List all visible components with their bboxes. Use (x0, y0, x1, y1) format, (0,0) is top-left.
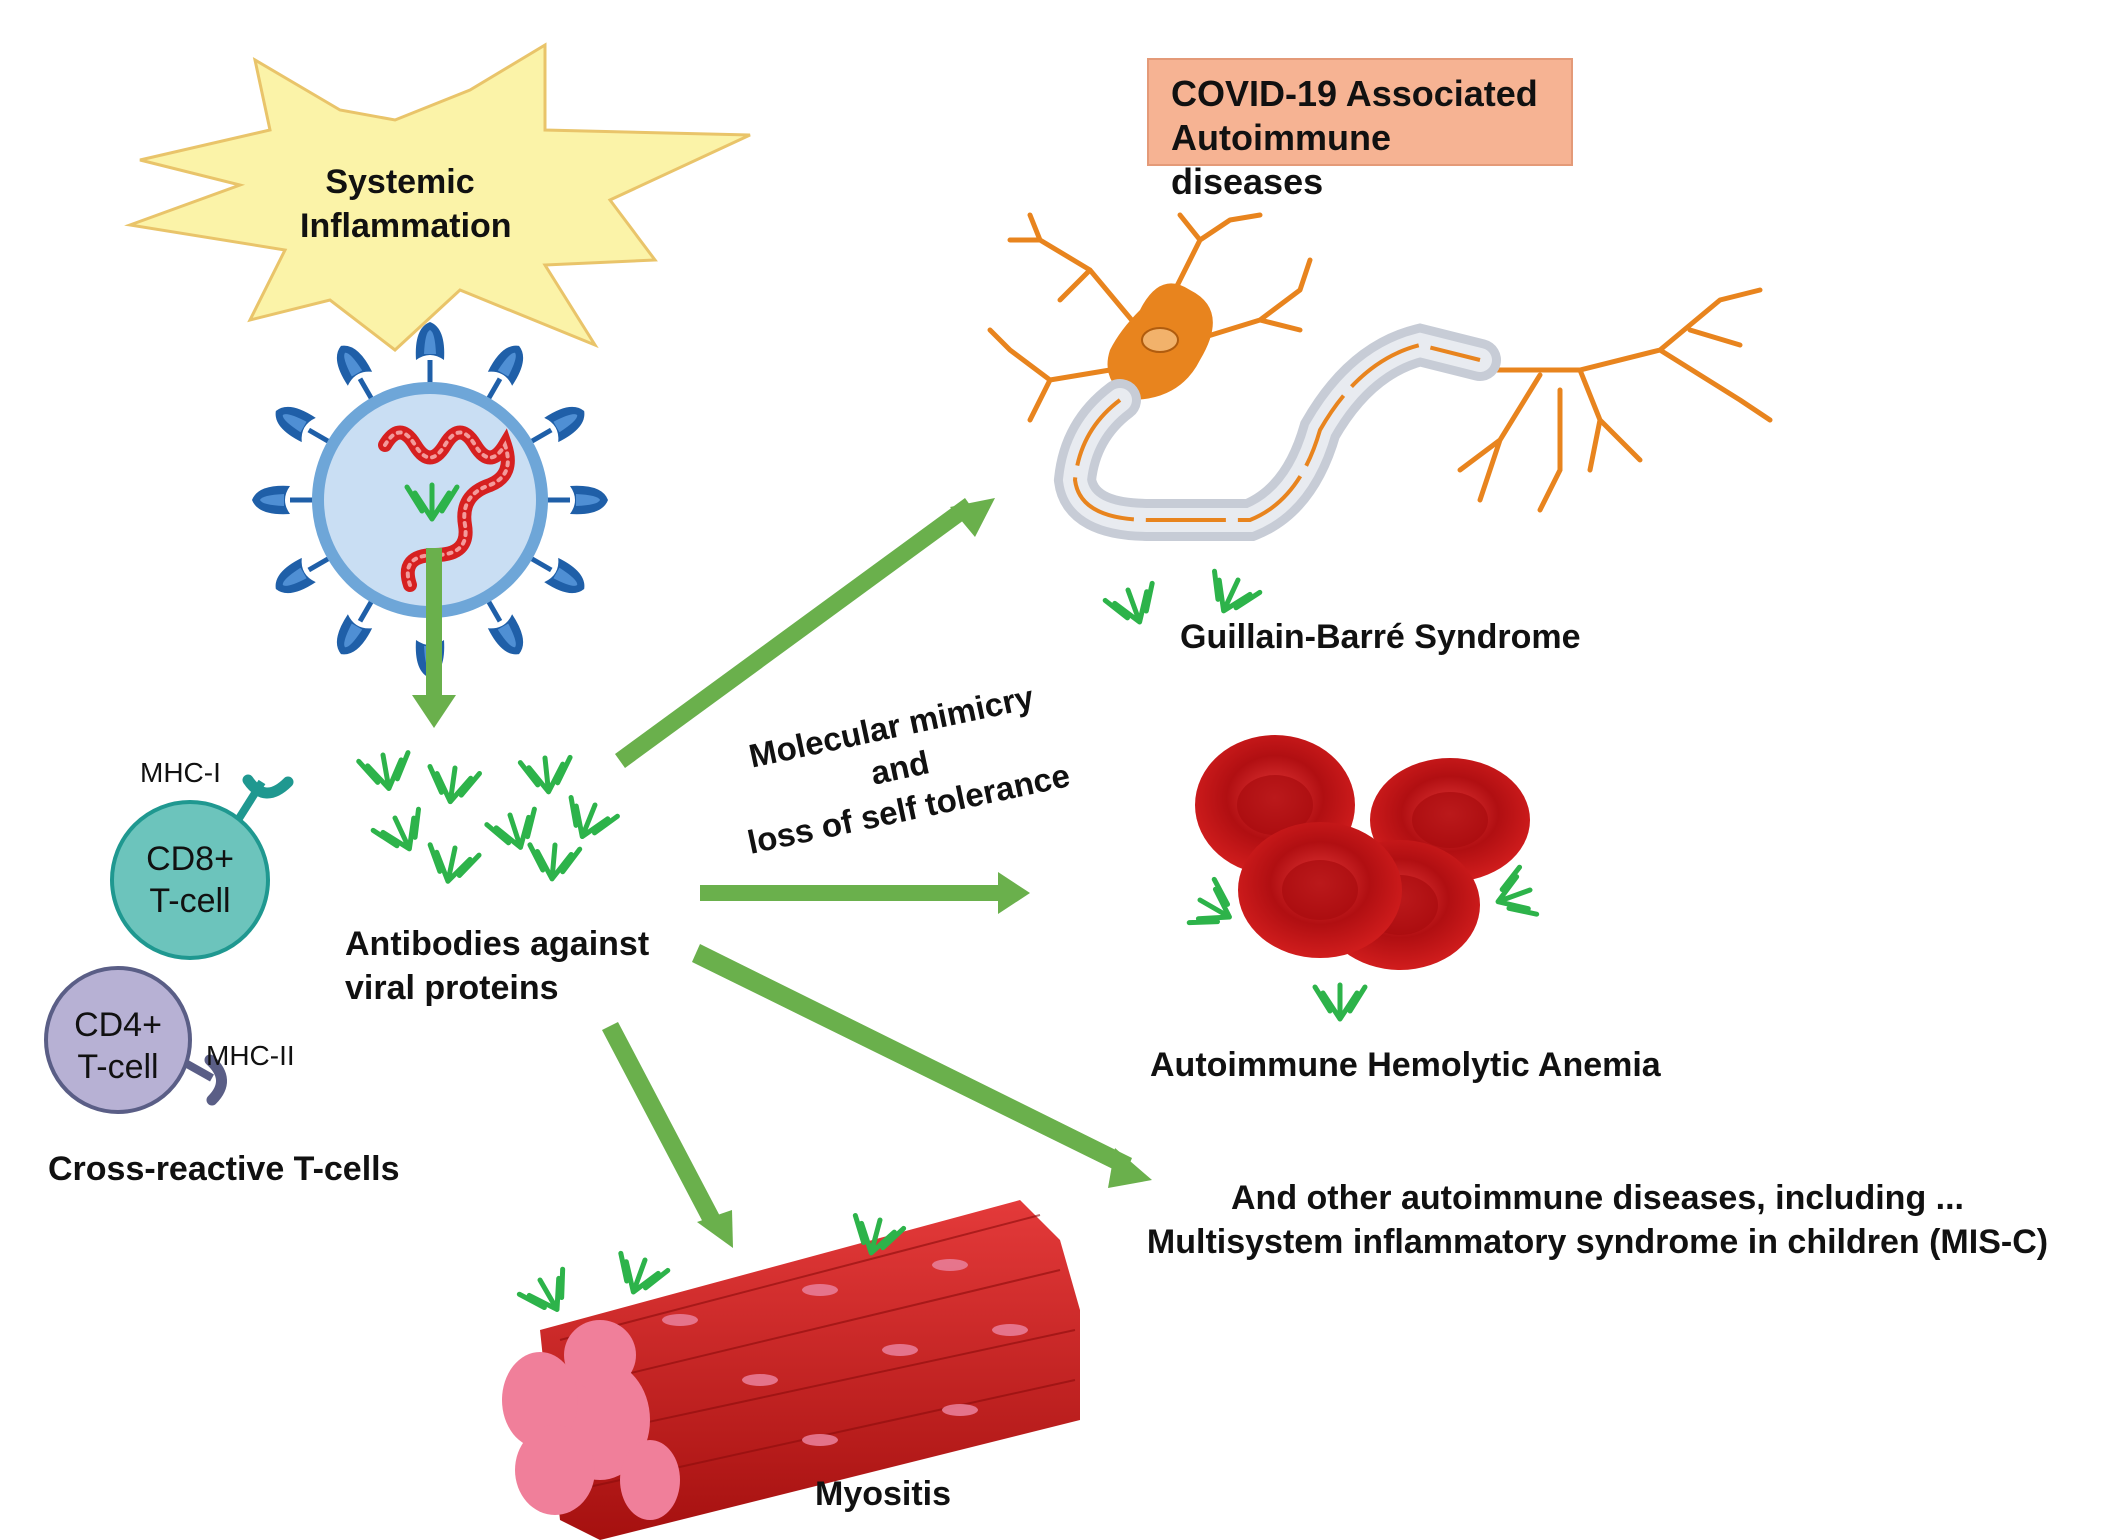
cross-reactive-t-cells-label: Cross-reactive T-cells (48, 1150, 400, 1188)
arrow-to-myositis (602, 1022, 733, 1248)
title-line-1: COVID-19 Associated (1171, 73, 1538, 114)
aiha-label: Autoimmune Hemolytic Anemia (1150, 1046, 1661, 1084)
mhc2-label: MHC-II (206, 1040, 295, 1071)
neuron-illustration (987, 212, 1773, 631)
antibody-icon (372, 807, 432, 859)
other-diseases-label: And other autoimmune diseases, including… (1095, 1176, 2100, 1264)
cd8-t-cell (110, 774, 294, 960)
antibodies-label: Antibodies against viral proteins (345, 922, 649, 1010)
antibody-icon (520, 755, 573, 794)
cd4-t-cell-label: CD4+ T-cell (58, 1004, 178, 1088)
arrow-to-other (692, 944, 1152, 1188)
arrow-virus-to-antibodies (412, 548, 456, 728)
cd8-line-2: T-cell (149, 882, 231, 920)
antibodies-line-1: Antibodies against (345, 925, 650, 963)
muscle-fibers-illustration (502, 1200, 1080, 1540)
mhc1-label: MHC-I (140, 757, 221, 788)
systemic-inflammation-label: Systemic Inflammation (300, 160, 512, 248)
cd4-line-2: T-cell (77, 1048, 159, 1086)
antibody-cluster (358, 751, 618, 887)
gbs-label: Guillain-Barré Syndrome (1180, 618, 1581, 656)
antibody-icon (486, 807, 544, 855)
antibody-icon (1201, 569, 1261, 621)
systemic-line-1: Systemic (325, 163, 475, 201)
antibody-icon (1188, 878, 1242, 938)
red-blood-cells-illustration (1188, 735, 1539, 1019)
cd4-t-cell (44, 966, 227, 1114)
myositis-label: Myositis (815, 1475, 952, 1513)
arrow-to-gbs (615, 498, 995, 768)
antibody-icon (559, 796, 618, 846)
cd8-line-1: CD8+ (146, 840, 234, 878)
antibodies-line-2: viral proteins (345, 969, 559, 1007)
antibody-icon (1105, 581, 1164, 630)
antibody-icon (610, 1251, 669, 1300)
antibody-icon (1315, 985, 1365, 1019)
antibody-icon (423, 843, 479, 887)
antibody-icon (426, 765, 480, 806)
title-line-2: Autoimmune diseases (1171, 117, 1391, 202)
arrow-to-aiha (700, 872, 1030, 914)
virus-particle (252, 322, 608, 678)
cd4-line-1: CD4+ (74, 1006, 162, 1044)
systemic-inflammation-burst (124, 42, 751, 352)
cd8-t-cell-label: CD8+ T-cell (130, 838, 250, 922)
antibody-icon (1490, 867, 1539, 926)
other-line-2: Multisystem inflammatory syndrome in chi… (1146, 1223, 2049, 1261)
diagram-title-box: COVID-19 Associated Autoimmune diseases (1147, 58, 1573, 202)
other-line-1: And other autoimmune diseases, including… (1231, 1179, 1964, 1217)
systemic-line-2: Inflammation (300, 207, 512, 245)
antibody-icon (518, 1268, 578, 1322)
antibody-icon (527, 843, 580, 881)
antibody-icon (358, 751, 413, 793)
